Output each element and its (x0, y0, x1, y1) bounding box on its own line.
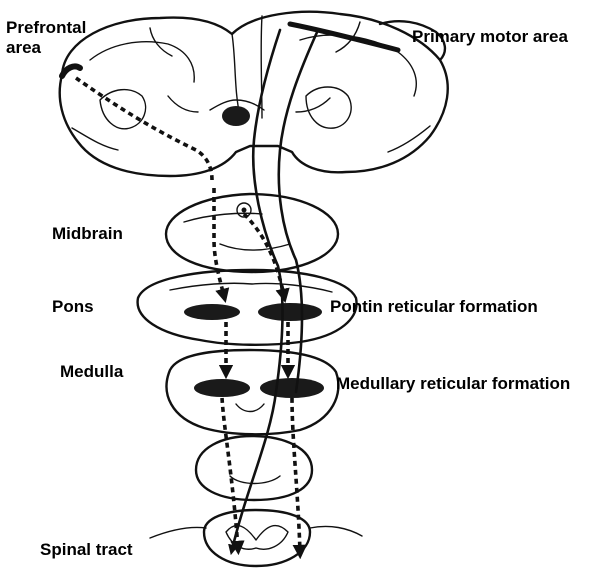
corticospinal-pathways (232, 30, 318, 550)
spinal-cord-section (150, 510, 362, 566)
label-prefrontal-area: Prefrontal area (6, 18, 86, 57)
label-midbrain: Midbrain (52, 224, 123, 244)
label-primary-motor-area: Primary motor area (412, 27, 568, 47)
label-medulla: Medulla (60, 362, 123, 382)
label-spinal-tract: Spinal tract (40, 540, 133, 560)
label-pontine-reticular-formation: Pontin reticular formation (330, 297, 538, 317)
prefrontal-area-marker (62, 66, 80, 76)
medulla-section (167, 350, 339, 434)
label-medullary-reticular-formation: Medullary reticular formation (336, 374, 570, 394)
pons-section (138, 270, 357, 345)
midbrain-section (166, 194, 338, 272)
label-pons: Pons (52, 297, 94, 317)
